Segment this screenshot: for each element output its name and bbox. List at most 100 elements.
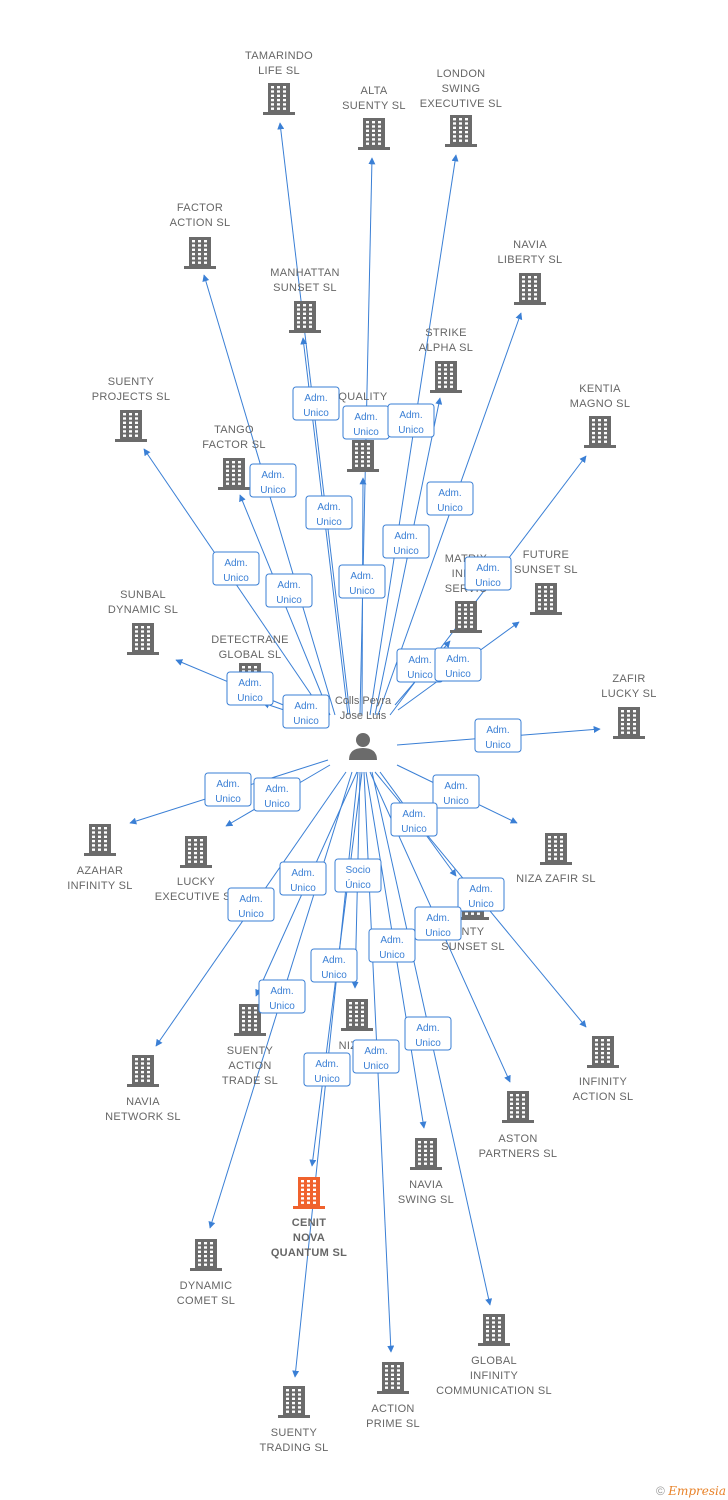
- building-icon-manhattan[interactable]: [289, 301, 321, 333]
- building-icon-alta[interactable]: [358, 118, 390, 150]
- company-label-dynamic[interactable]: DYNAMIC: [180, 1280, 233, 1292]
- building-icon-future[interactable]: [530, 583, 562, 615]
- company-label-suenty_sunset[interactable]: NTY: [462, 926, 485, 938]
- company-label-london[interactable]: SWING: [442, 83, 481, 95]
- company-label-manhattan[interactable]: MANHATTAN: [270, 267, 340, 279]
- company-label-suenty_action[interactable]: ACTION: [228, 1060, 271, 1072]
- company-label-lucky[interactable]: EXECUTIVE SL: [155, 891, 237, 903]
- role-text: Unico: [443, 796, 469, 807]
- company-label-cenit[interactable]: QUANTUM SL: [271, 1247, 347, 1259]
- company-label-factor[interactable]: ACTION SL: [170, 217, 231, 229]
- building-icon-niza_zafir[interactable]: [540, 833, 572, 865]
- role-text: Adm.: [380, 935, 403, 946]
- building-icon-strike[interactable]: [430, 361, 462, 393]
- company-label-factor[interactable]: FACTOR: [177, 202, 223, 214]
- company-label-suenty_sunset[interactable]: SUNSET SL: [441, 941, 505, 953]
- company-label-cenit[interactable]: CENIT: [292, 1217, 327, 1229]
- company-label-suenty_proj[interactable]: SUENTY: [108, 376, 155, 388]
- company-label-tango[interactable]: TANGO: [214, 424, 254, 436]
- building-icon-zafir[interactable]: [613, 707, 645, 739]
- company-label-kentia[interactable]: KENTIA: [579, 383, 621, 395]
- company-label-action_prime[interactable]: ACTION: [371, 1403, 414, 1415]
- company-label-zafir[interactable]: LUCKY SL: [601, 688, 656, 700]
- building-icon-lucky[interactable]: [180, 836, 212, 868]
- role-text: Adm.: [238, 678, 261, 689]
- building-icon-sunbal[interactable]: [127, 623, 159, 655]
- company-label-detectrane[interactable]: GLOBAL SL: [219, 649, 282, 661]
- company-label-strike[interactable]: ALPHA SL: [419, 342, 473, 354]
- company-label-manhattan[interactable]: SUNSET SL: [273, 282, 337, 294]
- building-icon-kentia[interactable]: [584, 416, 616, 448]
- company-label-quality[interactable]: QUALITY: [338, 391, 388, 403]
- building-icon-aston[interactable]: [502, 1091, 534, 1123]
- company-label-azahar[interactable]: INFINITY SL: [67, 880, 132, 892]
- role-text: Adm.: [486, 725, 509, 736]
- company-label-future[interactable]: FUTURE: [523, 549, 569, 561]
- company-label-tamarindo[interactable]: LIFE SL: [258, 65, 300, 77]
- building-icon-azahar[interactable]: [84, 824, 116, 856]
- building-icon-global_inf[interactable]: [478, 1314, 510, 1346]
- company-label-alta[interactable]: SUENTY SL: [342, 100, 406, 112]
- company-label-action_prime[interactable]: PRIME SL: [366, 1418, 420, 1430]
- company-label-global_inf[interactable]: INFINITY: [470, 1370, 519, 1382]
- person-name[interactable]: Colls Peyra: [335, 695, 392, 707]
- company-label-global_inf[interactable]: COMMUNICATION SL: [436, 1385, 552, 1397]
- company-label-aston[interactable]: ASTON: [498, 1133, 537, 1145]
- company-label-sunbal[interactable]: SUNBAL: [120, 589, 166, 601]
- company-label-london[interactable]: LONDON: [437, 68, 486, 80]
- building-icon-cenit[interactable]: [293, 1177, 325, 1209]
- building-icon-suenty_trading[interactable]: [278, 1386, 310, 1418]
- company-label-navia_lib[interactable]: LIBERTY SL: [498, 254, 563, 266]
- company-label-global_inf[interactable]: GLOBAL: [471, 1355, 517, 1367]
- building-icon-london[interactable]: [445, 115, 477, 147]
- building-icon-infinity_action[interactable]: [587, 1036, 619, 1068]
- company-label-tango[interactable]: FACTOR SL: [202, 439, 266, 451]
- building-icon-navia_swing[interactable]: [410, 1138, 442, 1170]
- company-label-alta[interactable]: ALTA: [360, 85, 387, 97]
- company-label-dynamic[interactable]: COMET SL: [177, 1295, 235, 1307]
- company-label-lucky[interactable]: LUCKY: [177, 876, 216, 888]
- company-label-navia_lib[interactable]: NAVIA: [513, 239, 547, 251]
- company-label-zafir[interactable]: ZAFIR: [612, 673, 645, 685]
- person-name[interactable]: Jose Luis: [340, 710, 387, 722]
- building-icon-tango[interactable]: [218, 458, 250, 490]
- company-label-tamarindo[interactable]: TAMARINDO: [245, 50, 313, 62]
- building-icon-dynamic[interactable]: [190, 1239, 222, 1271]
- company-label-niza_zafir[interactable]: NIZA ZAFIR SL: [516, 873, 596, 885]
- building-icon-matrix[interactable]: [450, 601, 482, 633]
- role-badge-sunbal: Adm.Unico: [226, 671, 274, 706]
- building-icon-quality[interactable]: [347, 440, 379, 472]
- company-label-azahar[interactable]: AZAHAR: [77, 865, 123, 877]
- company-label-suenty_trading[interactable]: TRADING SL: [259, 1442, 328, 1454]
- person-icon[interactable]: [349, 733, 377, 760]
- building-icon-navia_lib[interactable]: [514, 273, 546, 305]
- company-label-suenty_proj[interactable]: PROJECTS SL: [92, 391, 171, 403]
- role-text: Unico: [215, 794, 241, 805]
- company-label-kentia[interactable]: MAGNO SL: [570, 398, 630, 410]
- building-icon-action_prime[interactable]: [377, 1362, 409, 1394]
- company-label-suenty_action[interactable]: TRADE SL: [222, 1075, 278, 1087]
- company-label-sunbal[interactable]: DYNAMIC SL: [108, 604, 178, 616]
- company-label-cenit[interactable]: NOVA: [293, 1232, 325, 1244]
- company-label-strike[interactable]: STRIKE: [425, 327, 467, 339]
- building-icon-suenty_action[interactable]: [234, 1004, 266, 1036]
- company-label-navia_net[interactable]: NETWORK SL: [105, 1111, 181, 1123]
- company-label-suenty_action[interactable]: SUENTY: [227, 1045, 274, 1057]
- company-label-infinity_action[interactable]: INFINITY: [579, 1076, 628, 1088]
- company-label-infinity_action[interactable]: ACTION SL: [573, 1091, 634, 1103]
- company-label-navia_swing[interactable]: SWING SL: [398, 1194, 454, 1206]
- company-label-detectrane[interactable]: DETECTRANE: [211, 634, 289, 646]
- building-icon-suenty_proj[interactable]: [115, 410, 147, 442]
- company-label-london[interactable]: EXECUTIVE SL: [420, 98, 502, 110]
- role-text: Unico: [468, 899, 494, 910]
- company-label-suenty_trading[interactable]: SUENTY: [271, 1427, 318, 1439]
- role-text: Unico: [485, 740, 511, 751]
- building-icon-navia_net[interactable]: [127, 1055, 159, 1087]
- building-icon-niza[interactable]: [341, 999, 373, 1031]
- building-icon-factor[interactable]: [184, 237, 216, 269]
- company-label-aston[interactable]: PARTNERS SL: [479, 1148, 558, 1160]
- company-label-navia_net[interactable]: NAVIA: [126, 1096, 160, 1108]
- company-label-future[interactable]: SUNSET SL: [514, 564, 578, 576]
- company-label-navia_swing[interactable]: NAVIA: [409, 1179, 443, 1191]
- building-icon-tamarindo[interactable]: [263, 83, 295, 115]
